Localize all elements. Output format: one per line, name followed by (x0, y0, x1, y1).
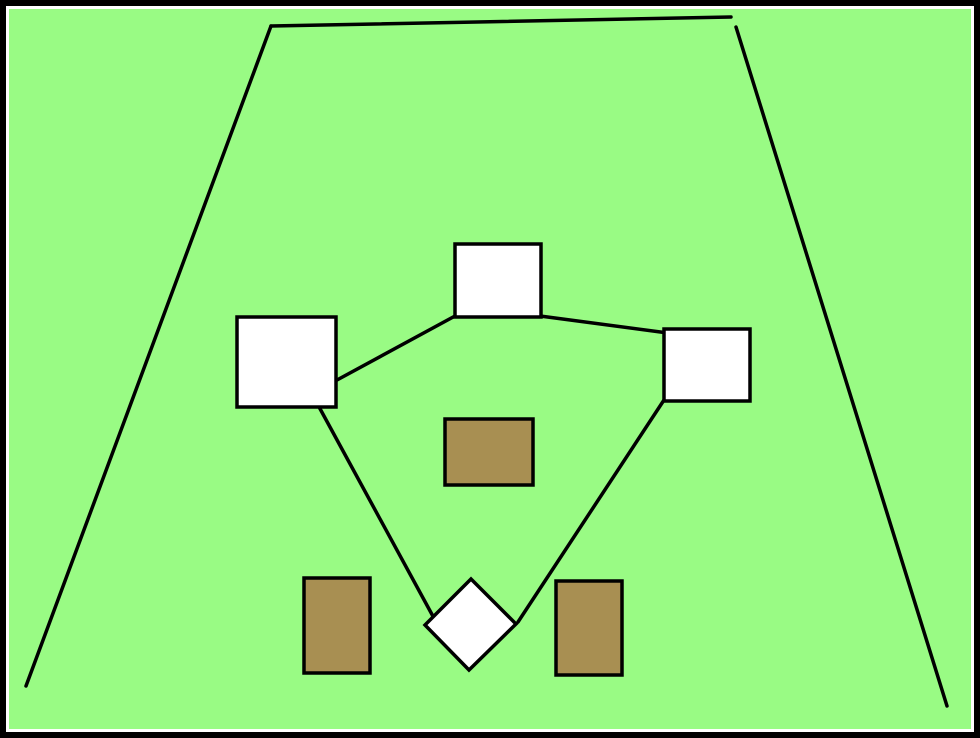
left-batters-box (302, 576, 372, 675)
home-plate (422, 576, 519, 673)
outfield-fence (269, 15, 733, 28)
right-foul-line (734, 25, 949, 708)
baseline-third-to-second (335, 314, 457, 382)
first-base (662, 327, 752, 403)
left-foul-line (24, 24, 273, 688)
pitchers-mound (443, 417, 535, 487)
baseline-first-to-home (516, 398, 666, 624)
baseline-second-to-first (538, 314, 670, 335)
third-base (235, 315, 338, 409)
baseline-home-to-third (316, 403, 437, 622)
right-batters-box (554, 579, 624, 677)
second-base (453, 242, 543, 319)
